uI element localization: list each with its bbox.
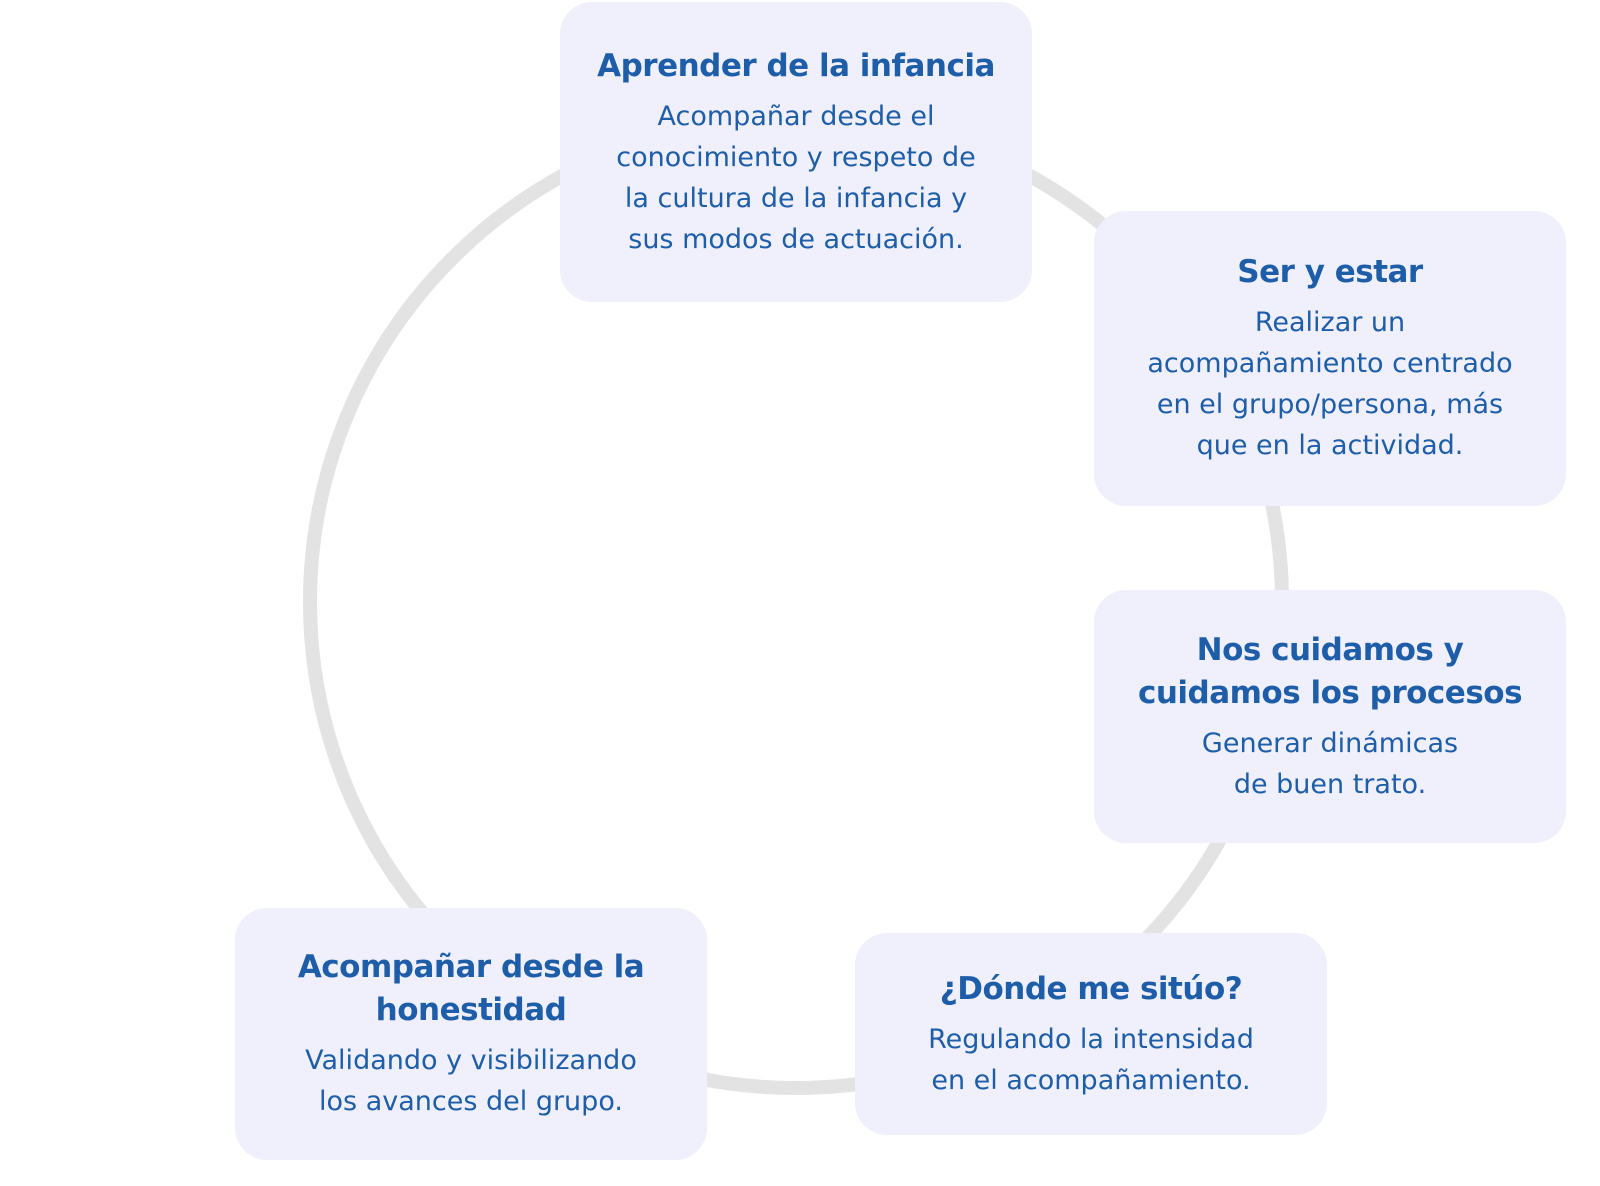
card-donde-me-situo: ¿Dónde me sitúo? Regulando la intensidad… [855, 933, 1327, 1135]
body-line: Generar dinámicas [1201, 727, 1459, 759]
body-line: en el grupo/persona, más [1156, 389, 1504, 420]
body-line: la cultura de la infancia y [624, 182, 968, 214]
body-line: Regulando la intensidad [928, 1023, 1254, 1055]
card-body: Generar dinámicas de buen trato. [1202, 723, 1458, 805]
body-line: en el acompañamiento. [931, 1064, 1251, 1096]
title-line: Ser y estar [1237, 254, 1423, 290]
card-ser-y-estar: Ser y estar Realizar un acompañamiento c… [1094, 211, 1566, 506]
card-aprender-de-la-infancia: Aprender de la infancia Acompañar desde … [560, 2, 1032, 302]
card-nos-cuidamos: Nos cuidamos y cuidamos los procesos Gen… [1094, 590, 1566, 843]
card-body: Validando y visibilizando los avances de… [305, 1040, 637, 1122]
body-line: de buen trato. [1233, 768, 1427, 800]
title-line: Aprender de la infancia [597, 47, 995, 84]
card-title: Nos cuidamos y cuidamos los procesos [1137, 629, 1523, 715]
title-line: cuidamos los procesos [1137, 674, 1523, 711]
body-line: los avances del grupo. [319, 1086, 623, 1117]
body-line: conocimiento y respeto de [616, 141, 976, 173]
body-line: Acompañar desde el [657, 100, 935, 132]
body-line: que en la actividad. [1196, 430, 1464, 461]
body-line: sus modos de actuación. [628, 223, 964, 255]
card-body: Acompañar desde el conocimiento y respet… [616, 96, 976, 260]
card-title: Ser y estar [1237, 251, 1423, 294]
card-body: Realizar un acompañamiento centrado en e… [1147, 302, 1512, 466]
body-line: acompañamiento centrado [1147, 348, 1513, 379]
card-title: Acompañar desde la honestidad [297, 946, 645, 1032]
card-body: Regulando la intensidad en el acompañami… [928, 1019, 1254, 1101]
title-line: honestidad [375, 992, 567, 1028]
title-line: ¿Dónde me sitúo? [939, 970, 1243, 1007]
card-acompanar-honestidad: Acompañar desde la honestidad Validando … [235, 908, 707, 1160]
card-title: Aprender de la infancia [597, 45, 995, 88]
card-title: ¿Dónde me sitúo? [939, 968, 1243, 1011]
body-line: Validando y visibilizando [305, 1045, 637, 1076]
title-line: Acompañar desde la [297, 949, 645, 985]
body-line: Realizar un [1254, 307, 1406, 338]
title-line: Nos cuidamos y [1196, 631, 1464, 668]
